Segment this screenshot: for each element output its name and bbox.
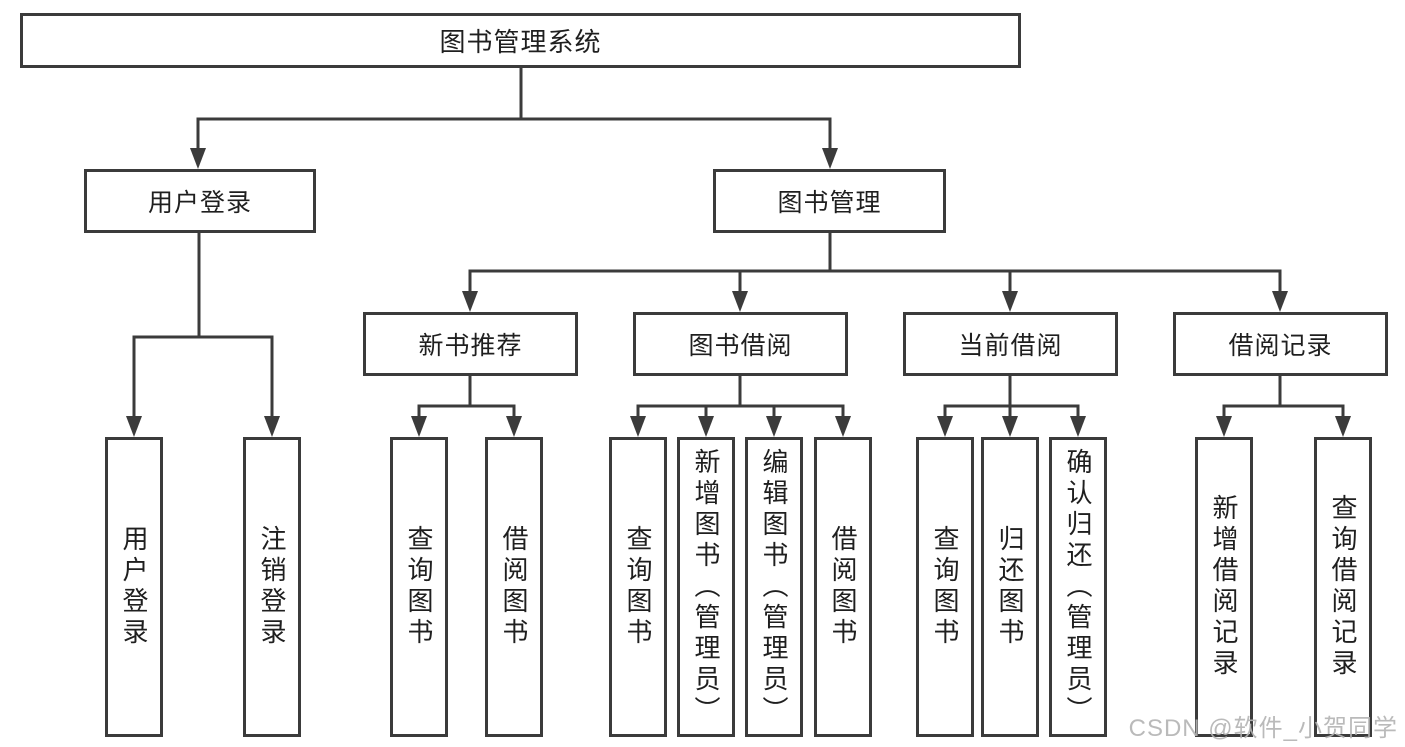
node-label: 新书推荐 (418, 332, 523, 360)
node-new-book-recommendation: 新书推荐 (363, 312, 578, 376)
leaf-label: 确认归还（管理员） (1063, 447, 1093, 727)
leaf-label: 新增图书（管理员） (691, 447, 721, 727)
leaf-label: 归还图书 (995, 525, 1025, 649)
arrowhead (835, 416, 851, 437)
leaf-label: 查询图书 (623, 525, 653, 649)
arrowhead (1002, 291, 1018, 312)
leaf-label: 编辑图书（管理员） (759, 447, 789, 727)
leaf-add-book-admin: 新增图书（管理员） (677, 437, 735, 737)
arrowhead (506, 416, 522, 437)
node-label: 图书管理系统 (439, 27, 602, 57)
leaf-label: 新增借阅记录 (1209, 494, 1239, 680)
arrowhead (732, 291, 748, 312)
node-label: 图书管理 (777, 189, 882, 217)
leaf-label: 查询图书 (930, 525, 960, 649)
leaf-borrow-books-borrowing: 借阅图书 (814, 437, 872, 737)
node-label: 当前借阅 (958, 332, 1063, 360)
leaf-label: 注销登录 (257, 525, 287, 649)
arrowhead (1002, 416, 1018, 437)
leaf-label: 借阅图书 (828, 525, 858, 649)
node-current-borrowing: 当前借阅 (903, 312, 1118, 376)
leaf-return-books: 归还图书 (981, 437, 1039, 737)
leaf-query-books-current: 查询图书 (916, 437, 974, 737)
leaf-label: 用户登录 (119, 525, 149, 649)
node-label: 借阅记录 (1228, 332, 1333, 360)
arrowhead (1335, 416, 1351, 437)
arrowhead (1216, 416, 1232, 437)
leaf-edit-book-admin: 编辑图书（管理员） (745, 437, 803, 737)
node-label: 用户登录 (147, 189, 252, 217)
arrowhead (766, 416, 782, 437)
leaf-confirm-return-admin: 确认归还（管理员） (1049, 437, 1107, 737)
watermark-text: CSDN @软件_小贺同学 (1128, 715, 1398, 742)
leaf-borrow-books-recommend: 借阅图书 (485, 437, 543, 737)
arrowhead (411, 416, 427, 437)
leaf-query-books-borrowing: 查询图书 (609, 437, 667, 737)
arrowhead (1272, 291, 1288, 312)
node-library-system: 图书管理系统 (20, 13, 1021, 68)
arrowhead (1070, 416, 1086, 437)
node-label: 图书借阅 (688, 332, 793, 360)
node-user-login: 用户登录 (84, 169, 316, 233)
arrowhead (190, 148, 206, 169)
arrowhead (937, 416, 953, 437)
leaf-label: 查询借阅记录 (1328, 494, 1358, 680)
leaf-add-borrow-record: 新增借阅记录 (1195, 437, 1253, 737)
arrowhead (462, 291, 478, 312)
node-book-management: 图书管理 (713, 169, 946, 233)
arrowhead (822, 148, 838, 169)
leaf-user-login: 用户登录 (105, 437, 163, 737)
arrowhead (126, 416, 142, 437)
leaf-query-borrow-record: 查询借阅记录 (1314, 437, 1372, 737)
leaf-label: 查询图书 (404, 525, 434, 649)
arrowhead (264, 416, 280, 437)
node-book-borrowing: 图书借阅 (633, 312, 848, 376)
leaf-label: 借阅图书 (499, 525, 529, 649)
leaf-logout: 注销登录 (243, 437, 301, 737)
node-borrowing-records: 借阅记录 (1173, 312, 1388, 376)
arrowhead (630, 416, 646, 437)
arrowhead (698, 416, 714, 437)
leaf-query-books-recommend: 查询图书 (390, 437, 448, 737)
